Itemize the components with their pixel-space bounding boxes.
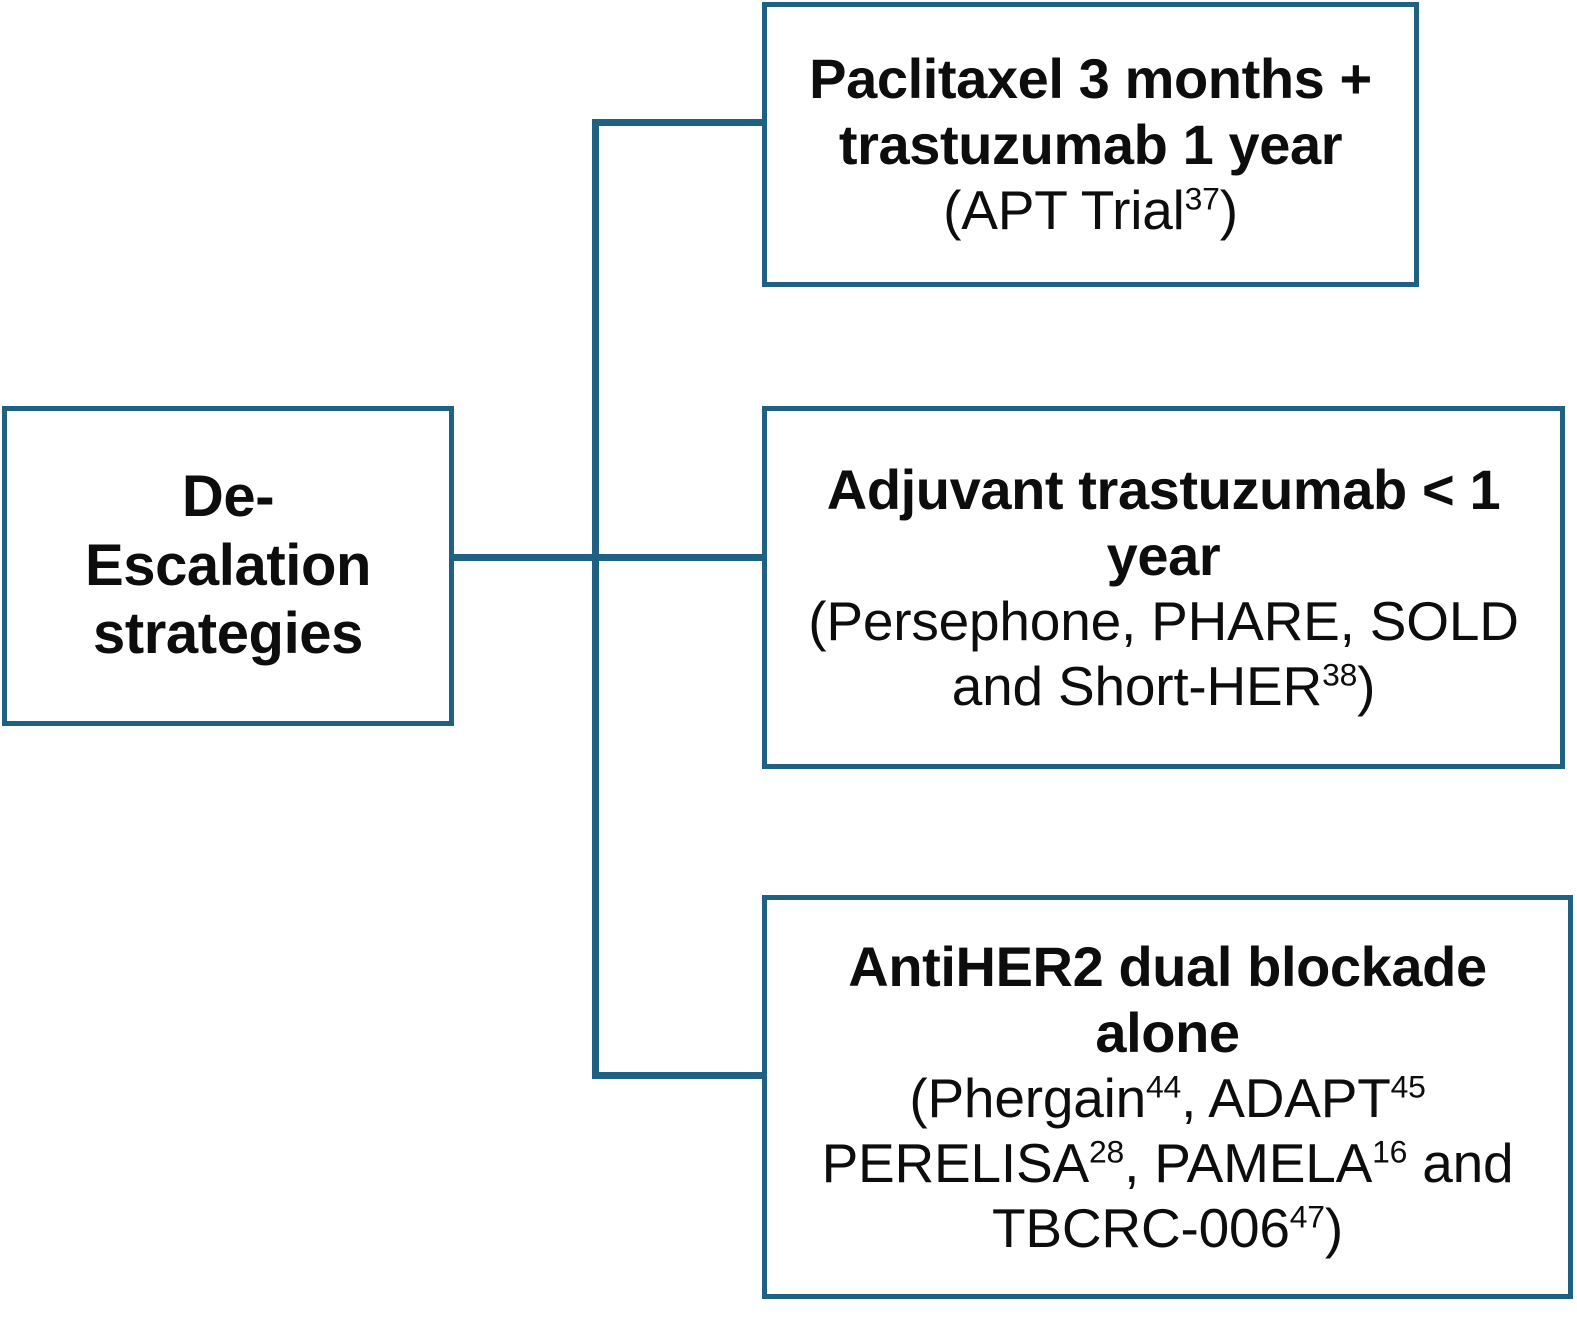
reference-text: PERELISA [821,1131,1090,1194]
connector-trunk-to-child-3 [592,1072,767,1079]
node-child-1-line-1: Paclitaxel 3 months + [809,46,1372,110]
reference-superscript-45: 45 [1390,1068,1426,1105]
reference-text: and [1407,1131,1514,1194]
reference-superscript-47: 47 [1289,1198,1325,1235]
node-root-line-2: Escalation [84,532,372,598]
reference-suffix: ) [1219,179,1238,242]
node-antiher2-dual-blockade-alone[interactable]: AntiHER2 dual blockade alone (Phergain44… [762,895,1573,1299]
reference-text: (Phergain [909,1066,1147,1129]
node-child-2-line-2: year [1106,523,1221,587]
node-child-3-line-1: AntiHER2 dual blockade [848,934,1487,998]
node-child-3-reference-line-2: PERELISA28, PAMELA16 and [822,1131,1514,1196]
reference-superscript-44: 44 [1146,1068,1182,1105]
connector-trunk-to-child-1 [592,119,767,126]
node-paclitaxel-trastuzumab[interactable]: Paclitaxel 3 months + trastuzumab 1 year… [762,2,1419,287]
reference-superscript-28: 28 [1088,1133,1125,1170]
reference-text: , ADAPT [1181,1066,1391,1129]
node-child-1-line-2: trastuzumab 1 year [838,113,1343,177]
node-root-line-3: strategies [92,601,364,667]
connector-trunk-to-child-2 [592,554,767,561]
node-de-escalation-strategies[interactable]: De- Escalation strategies [2,406,454,726]
reference-superscript-38: 38 [1322,656,1358,693]
reference-text: ) [1324,1196,1343,1259]
reference-prefix: (APT Trial [943,179,1185,242]
reference-superscript-37: 37 [1184,180,1220,217]
connector-trunk-vertical [592,119,599,1079]
reference-text: TBCRC-006 [992,1196,1290,1259]
node-adjuvant-trastuzumab-under-1-year[interactable]: Adjuvant trastuzumab < 1 year (Persephon… [762,406,1565,769]
node-child-3-reference-line-3: TBCRC-00647) [992,1196,1343,1261]
reference-prefix: and Short-HER [951,654,1323,717]
node-child-2-reference-line-2: and Short-HER38) [952,654,1376,719]
reference-text: (Persephone, PHARE, SOLD [808,589,1519,652]
node-child-3-reference-line-1: (Phergain44, ADAPT45 [909,1066,1426,1131]
node-child-3-line-2: alone [1095,1000,1240,1064]
node-child-1-reference: (APT Trial37) [943,178,1238,243]
node-child-2-line-1: Adjuvant trastuzumab < 1 [826,457,1501,521]
reference-text: , PAMELA [1124,1131,1373,1194]
node-child-2-reference-line-1: (Persephone, PHARE, SOLD [808,589,1519,654]
reference-superscript-16: 16 [1372,1133,1408,1170]
node-root-line-1: De- [181,464,275,530]
reference-suffix: ) [1357,654,1376,717]
connector-root-to-trunk [452,554,602,561]
